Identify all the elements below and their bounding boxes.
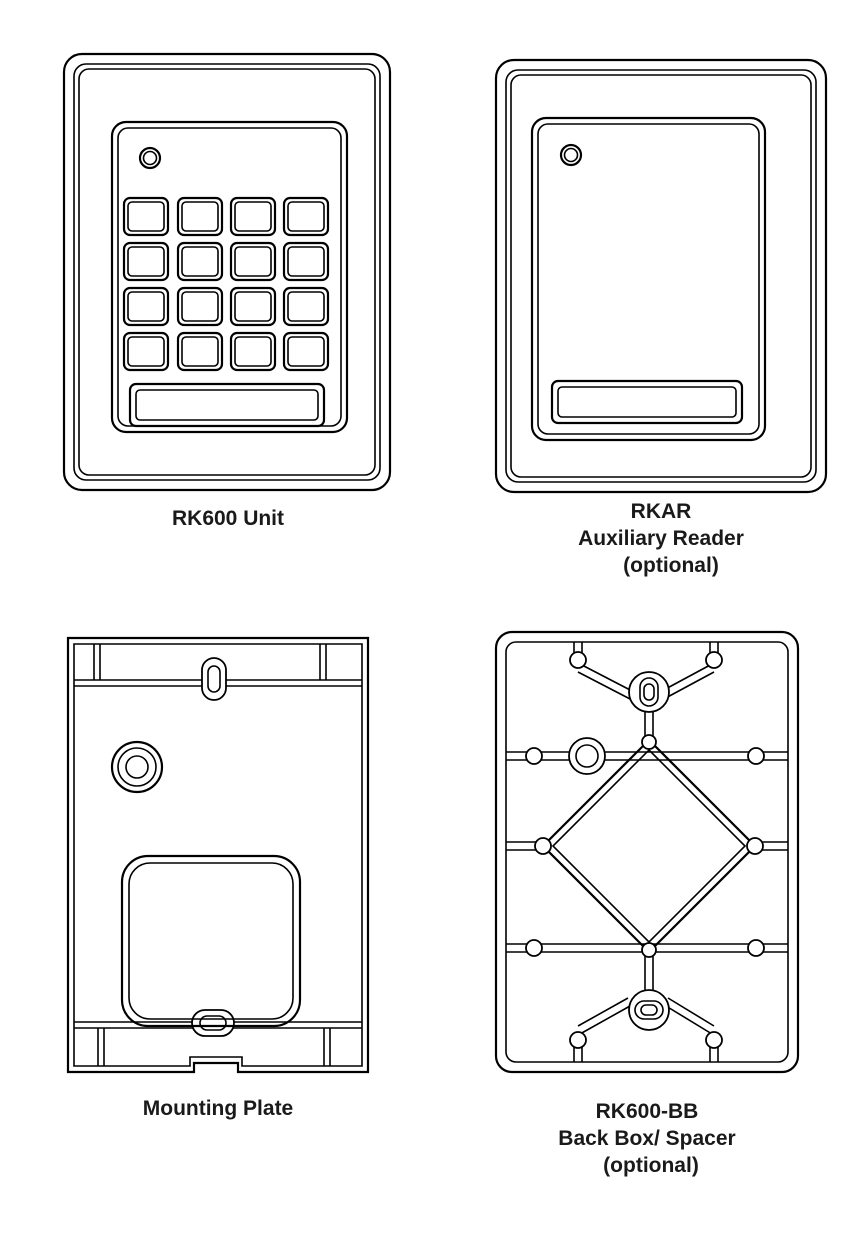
round-mounting-hole <box>568 737 606 775</box>
keypad-key <box>122 331 170 372</box>
rkar-reader-drawing <box>494 58 828 496</box>
caption-line: RK600 Unit <box>171 507 285 530</box>
caption-line: RKAR <box>630 500 692 523</box>
keypad-key <box>176 331 224 372</box>
keypad-key <box>122 196 170 237</box>
keypad-key <box>229 241 277 282</box>
keypad-key <box>282 286 330 327</box>
mounting-plate-drawing <box>62 636 374 1076</box>
bottom-mounting-slot <box>628 989 670 1031</box>
keypad <box>122 196 330 372</box>
keypad-key <box>282 331 330 372</box>
keypad-key <box>122 241 170 282</box>
keypad-key <box>229 286 277 327</box>
wire-opening <box>120 854 302 1028</box>
card-reader-slot <box>550 379 744 425</box>
top-mounting-slot <box>628 671 670 713</box>
keypad-key <box>229 331 277 372</box>
rk600-unit-caption: RK600 Unit <box>62 505 394 532</box>
rkar-caption: RKAR Auxiliary Reader (optional) <box>494 498 828 579</box>
mounting-plate-caption: Mounting Plate <box>62 1095 374 1122</box>
led-indicator <box>559 143 583 167</box>
caption-line: (optional) <box>623 554 719 577</box>
top-mounting-slot <box>201 657 227 701</box>
keypad-key <box>176 196 224 237</box>
keypad-key <box>229 196 277 237</box>
led-indicator <box>138 146 162 170</box>
back-box-drawing <box>494 630 800 1076</box>
keypad-key <box>282 196 330 237</box>
back-box-caption: RK600-BB Back Box/ Spacer (optional) <box>494 1098 800 1179</box>
keypad-key <box>176 286 224 327</box>
card-reader-slot <box>128 382 326 428</box>
keypad-key <box>176 241 224 282</box>
caption-line: (optional) <box>603 1154 699 1177</box>
keypad-key <box>282 241 330 282</box>
caption-line: Mounting Plate <box>142 1097 294 1120</box>
rk600-unit-drawing <box>62 52 394 494</box>
bottom-mounting-slot <box>191 1009 235 1037</box>
caption-line: Auxiliary Reader <box>578 527 744 550</box>
caption-line: Back Box/ Spacer <box>558 1127 736 1150</box>
round-mounting-hole <box>110 740 164 794</box>
caption-line: RK600-BB <box>595 1100 699 1123</box>
keypad-key <box>122 286 170 327</box>
